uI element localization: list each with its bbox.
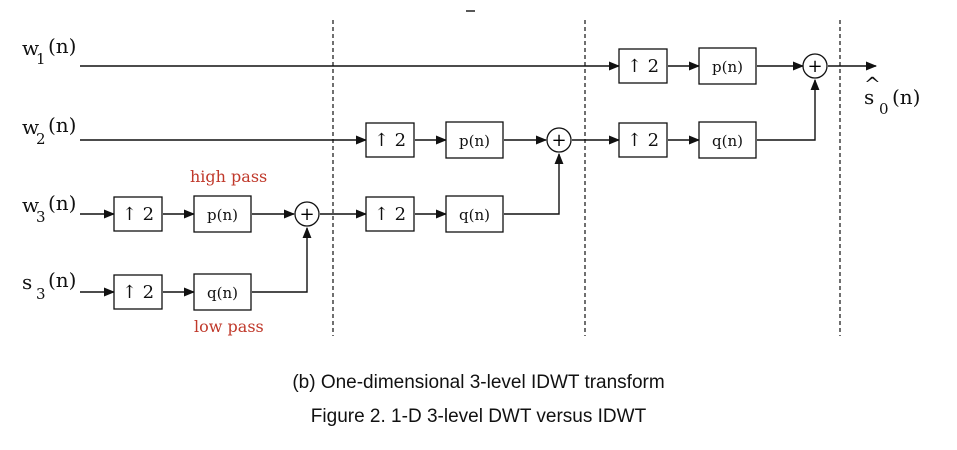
input-s3-arg: (n) — [48, 268, 77, 292]
diagram-subtitle: (b) One-dimensional 3-level IDWT transfo… — [292, 372, 665, 393]
output-label-s0: ^ s 0 (n) — [864, 72, 921, 118]
input-label-w2: w 2 (n) — [22, 113, 77, 148]
output-arg: (n) — [892, 85, 921, 109]
blocks-layer: ↑ 2 p(n) ↑ 2 p(n) ↑ 2 q(n) ↑ 2 p(n) ↑ 2 q(n) ↑ 2 q(… — [113, 47, 757, 311]
high-pass-annotation: high pass — [190, 167, 267, 186]
filter-p-block-stage2: p(n) — [445, 121, 504, 159]
upsample-block-w3-stage1-label: ↑ 2 — [122, 204, 154, 225]
filter-q-block-stage2: q(n) — [445, 195, 504, 233]
adder-stage2: + — [546, 127, 572, 153]
upsample-block-s3-stage1: ↑ 2 — [113, 274, 163, 310]
adder-stage1: + — [294, 201, 320, 227]
input-w1-sub: 1 — [36, 50, 46, 68]
upsample-block-stage3-low-label: ↑ 2 — [627, 130, 659, 151]
filter-q-block-stage3: q(n) — [698, 121, 757, 159]
output-sub: 0 — [879, 100, 889, 118]
input-w2-sub: 2 — [36, 130, 46, 148]
adder-stage2-symbol: + — [551, 130, 566, 151]
wire-q-adder-stage3 — [757, 78, 820, 141]
upsample-block-stage2-low-label: ↑ 2 — [374, 204, 406, 225]
adder-stage3-symbol: + — [807, 56, 822, 77]
idwt-diagram: w 1 (n) w 2 (n) w 3 (n) s 3 (n) ^ s 0 (n… — [22, 10, 921, 336]
filter-p-block-stage3-label: p(n) — [712, 58, 743, 76]
upsample-block-w2-stage2-label: ↑ 2 — [374, 130, 406, 151]
input-label-w1: w 1 (n) — [22, 34, 77, 68]
adder-stage3: + — [802, 53, 828, 79]
upsample-block-stage2-low: ↑ 2 — [365, 196, 415, 232]
input-w1-base: w — [22, 36, 39, 60]
upsample-block-w1-stage3: ↑ 2 — [618, 48, 668, 84]
input-label-s3: s 3 (n) — [22, 268, 77, 303]
filter-q-block-stage1-label: q(n) — [207, 284, 238, 302]
output-hat: ^ — [864, 72, 881, 96]
input-s3-base: s — [22, 270, 32, 294]
filter-q-block-stage2-label: q(n) — [459, 206, 490, 224]
upsample-block-w2-stage2: ↑ 2 — [365, 122, 415, 158]
upsample-block-s3-stage1-label: ↑ 2 — [122, 282, 154, 303]
wire-q-adder-stage2 — [504, 152, 564, 215]
upsample-block-w1-stage3-label: ↑ 2 — [627, 56, 659, 77]
input-s3-sub: 3 — [36, 285, 46, 303]
input-w2-base: w — [22, 115, 39, 139]
adder-stage1-symbol: + — [299, 204, 314, 225]
input-label-w3: w 3 (n) — [22, 191, 77, 226]
figure-caption: Figure 2. 1-D 3-level DWT versus IDWT — [310, 406, 647, 427]
wire-q-adder-stage1 — [252, 226, 312, 293]
low-pass-annotation: low pass — [194, 317, 264, 336]
filter-q-block-stage3-label: q(n) — [712, 132, 743, 150]
filter-p-block-stage1-label: p(n) — [207, 206, 238, 224]
filter-p-block-stage2-label: p(n) — [459, 132, 490, 150]
filter-p-block-stage3: p(n) — [698, 47, 757, 85]
upsample-block-stage3-low: ↑ 2 — [618, 122, 668, 158]
upsample-block-w3-stage1: ↑ 2 — [113, 196, 163, 232]
filter-q-block-stage1: q(n) — [193, 273, 252, 311]
input-w3-sub: 3 — [36, 208, 46, 226]
input-w3-arg: (n) — [48, 191, 77, 215]
input-w3-base: w — [22, 193, 39, 217]
filter-p-block-stage1: p(n) — [193, 195, 252, 233]
input-w2-arg: (n) — [48, 113, 77, 137]
output-base: s — [864, 85, 874, 109]
input-w1-arg: (n) — [48, 34, 77, 58]
